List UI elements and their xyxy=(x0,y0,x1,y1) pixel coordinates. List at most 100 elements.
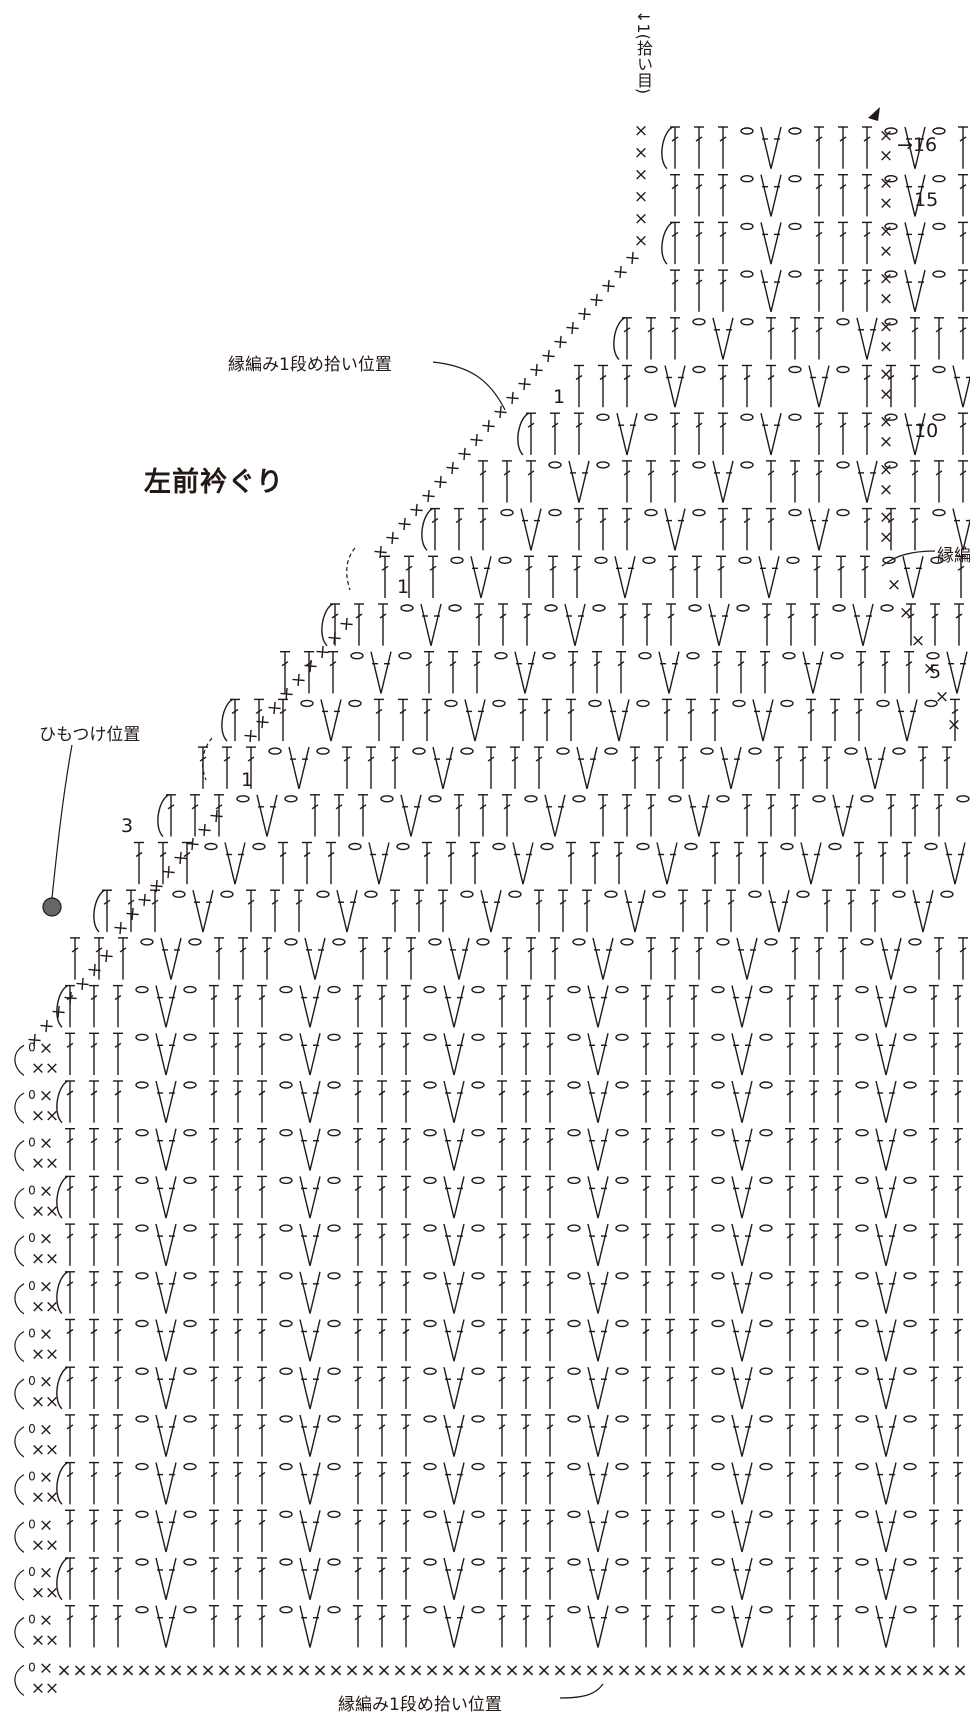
dc-stitch-bar xyxy=(786,1472,794,1478)
chain-stitch xyxy=(300,699,314,708)
chain-stitch xyxy=(638,652,652,660)
sc-mark: × xyxy=(879,480,893,500)
dc-stitch-bar xyxy=(546,1138,554,1144)
chain-stitch xyxy=(759,1128,773,1137)
v-stitch xyxy=(608,699,630,742)
dc-stitch-bar xyxy=(258,1090,266,1096)
chain-stitch xyxy=(567,1558,581,1566)
sc-mark: × xyxy=(120,1660,135,1681)
v-stitch xyxy=(155,1605,177,1648)
chain-stitch xyxy=(220,890,234,898)
v-stitch xyxy=(731,1510,753,1553)
chain-stitch xyxy=(412,747,426,755)
dc-stitch-bar xyxy=(881,661,889,667)
dc-stitch-bar xyxy=(498,1185,506,1191)
sc-mark: × xyxy=(31,1678,45,1698)
chain-stitch xyxy=(423,1558,437,1566)
dc-stitch-bar xyxy=(623,374,631,381)
chain-stitch xyxy=(732,699,746,708)
chain-stitch xyxy=(183,1319,197,1328)
chain-mark: 0 xyxy=(28,1279,36,1293)
dc-stitch-bar xyxy=(402,1567,410,1573)
dc-stitch-bar xyxy=(378,995,386,1001)
dc-stitch-bar xyxy=(930,1567,938,1573)
dc-stitch-bar xyxy=(786,995,794,1001)
chain-stitch xyxy=(711,1415,725,1423)
dc-stitch-bar xyxy=(599,518,607,524)
dc-stitch-bar xyxy=(954,995,962,1001)
chain-stitch xyxy=(279,1128,293,1137)
v-stitch xyxy=(587,1414,609,1457)
chain-stitch xyxy=(932,508,946,517)
dc-stitch-bar xyxy=(815,422,823,428)
dc-stitch-bar xyxy=(810,1519,818,1525)
v-stitch xyxy=(624,890,646,933)
dc-stitch-bar xyxy=(955,613,963,619)
chain-stitch xyxy=(327,1128,341,1137)
dc-stitch-bar xyxy=(234,1424,242,1430)
edge-loop xyxy=(14,1378,25,1410)
dc-stitch-bar xyxy=(671,470,679,476)
chain-stitch xyxy=(279,1033,293,1042)
dc-stitch-bar xyxy=(647,947,655,953)
sc-mark: × xyxy=(184,1660,199,1681)
dc-stitch-bar xyxy=(959,136,967,142)
chain-stitch xyxy=(740,270,754,278)
chain-stitch xyxy=(423,1462,437,1471)
turning-chain xyxy=(56,1175,69,1219)
dc-stitch-bar xyxy=(378,1472,386,1478)
dc-stitch-bar xyxy=(786,1328,794,1335)
chain-stitch xyxy=(903,1510,917,1519)
dc-stitch-bar xyxy=(114,1281,122,1287)
edge-loop xyxy=(14,1474,25,1506)
v-stitch xyxy=(155,1271,177,1314)
chain-stitch xyxy=(692,365,706,374)
dc-stitch-bar xyxy=(522,1090,530,1096)
chart-title: 左前衿ぐり xyxy=(144,467,284,498)
chain-stitch xyxy=(279,1081,293,1089)
dc-stitch-bar xyxy=(575,518,583,524)
chain-stitch xyxy=(876,699,890,708)
v-stitch xyxy=(587,1462,609,1505)
chain-stitch xyxy=(615,1558,629,1566)
chain-stitch xyxy=(348,699,362,708)
dc-stitch-bar xyxy=(354,1615,362,1621)
v-stitch xyxy=(544,794,566,837)
v-stitch xyxy=(875,1605,897,1648)
dc-stitch-bar xyxy=(623,518,631,524)
dc-stitch-bar xyxy=(551,422,559,428)
chain-stitch xyxy=(855,1128,869,1137)
dc-stitch-bar xyxy=(786,1615,794,1621)
chain-stitch xyxy=(615,1176,629,1185)
chain-stitch xyxy=(567,1367,581,1375)
dc-stitch-bar xyxy=(402,1328,410,1335)
dc-stitch-bar xyxy=(642,1185,650,1191)
sc-mark: × xyxy=(31,1535,45,1555)
turning-chain xyxy=(93,889,106,933)
dc-stitch-bar xyxy=(767,804,775,810)
dc-stitch-bar xyxy=(631,756,639,762)
v-stitch xyxy=(656,842,678,885)
dc-stitch-bar xyxy=(719,136,727,142)
v-stitch xyxy=(443,1176,465,1219)
chain-stitch xyxy=(759,1415,773,1423)
v-stitch xyxy=(443,985,465,1028)
dc-stitch-bar xyxy=(834,1090,842,1096)
chain-stitch xyxy=(740,222,754,231)
chain-stitch xyxy=(279,1272,293,1280)
dc-stitch-bar xyxy=(439,899,447,905)
chain-stitch xyxy=(548,508,562,517)
chain-stitch xyxy=(327,1081,341,1089)
chain-stitch xyxy=(736,604,750,612)
chain-stitch xyxy=(759,1176,773,1185)
chain-stitch xyxy=(855,1510,869,1519)
chain-mark: 0 xyxy=(28,1422,36,1436)
chain-stitch xyxy=(668,795,682,803)
dc-stitch-bar xyxy=(957,565,965,571)
v-stitch xyxy=(587,1080,609,1123)
dc-stitch-bar xyxy=(354,1281,362,1287)
dc-stitch-bar xyxy=(498,1472,506,1478)
dc-stitch-bar xyxy=(66,1138,74,1144)
v-stitch xyxy=(720,746,742,789)
chain-stitch xyxy=(855,1176,869,1185)
